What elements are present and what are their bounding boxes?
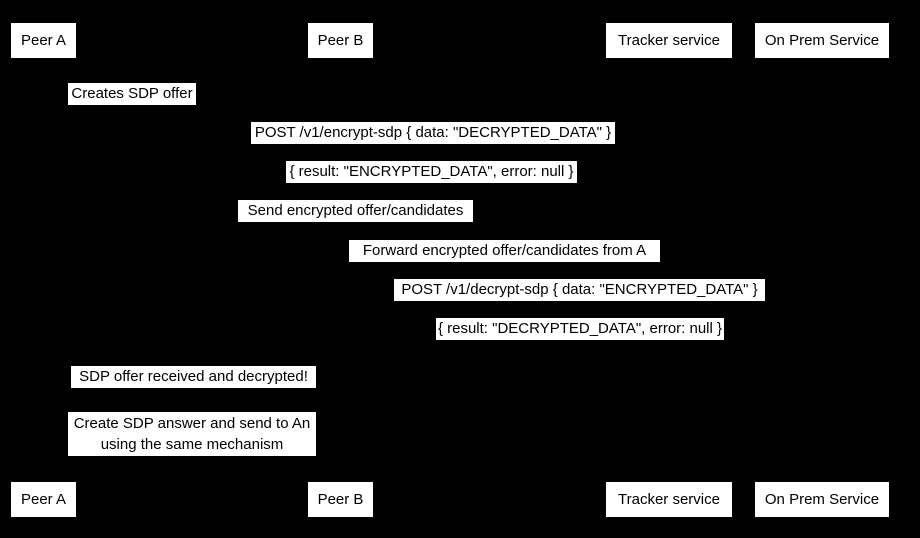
message-label-post-encrypt-sdp: POST /v1/encrypt-sdp { data: "DECRYPTED_… (251, 122, 615, 144)
participant-label: On Prem Service (764, 32, 880, 49)
message-label-create-sdp-answer: Create SDP answer and send to An using t… (68, 412, 316, 456)
message-label-line-1: Create SDP answer and send to An (73, 415, 311, 432)
participant-box-peer-a-bottom[interactable]: Peer A (10, 481, 77, 518)
message-label-decrypt-sdp-result: { result: "DECRYPTED_DATA", error: null … (436, 318, 724, 340)
message-label-post-decrypt-sdp: POST /v1/decrypt-sdp { data: "ENCRYPTED_… (394, 279, 765, 301)
participant-label: Tracker service (618, 32, 720, 49)
message-label-creates-sdp-offer: Creates SDP offer (68, 83, 196, 105)
participant-box-tracker-top[interactable]: Tracker service (605, 22, 733, 59)
participant-label: On Prem Service (764, 491, 880, 508)
participant-label: Peer B (317, 32, 364, 49)
participant-box-tracker-bottom[interactable]: Tracker service (605, 481, 733, 518)
message-label-forward-encrypted-offer: Forward encrypted offer/candidates from … (349, 240, 660, 262)
lifeline-peer-b (340, 59, 341, 481)
lifeline-tracker (669, 59, 670, 481)
participant-box-on-prem-top[interactable]: On Prem Service (754, 22, 890, 59)
participant-box-peer-a-top[interactable]: Peer A (10, 22, 77, 59)
participant-box-peer-b-top[interactable]: Peer B (307, 22, 374, 59)
participant-label: Peer A (20, 32, 67, 49)
participant-box-on-prem-bottom[interactable]: On Prem Service (754, 481, 890, 518)
message-label-send-encrypted-offer: Send encrypted offer/candidates (238, 200, 473, 222)
participant-label: Peer B (317, 491, 364, 508)
message-label-encrypt-sdp-result: { result: "ENCRYPTED_DATA", error: null … (286, 161, 577, 183)
message-label-sdp-offer-received: SDP offer received and decrypted! (71, 366, 316, 388)
participant-label: Peer A (20, 491, 67, 508)
lifeline-on-prem (822, 59, 823, 481)
participant-label: Tracker service (618, 491, 720, 508)
message-label-line-2: using the same mechanism (100, 436, 284, 453)
lifeline-peer-a (43, 59, 44, 481)
participant-box-peer-b-bottom[interactable]: Peer B (307, 481, 374, 518)
